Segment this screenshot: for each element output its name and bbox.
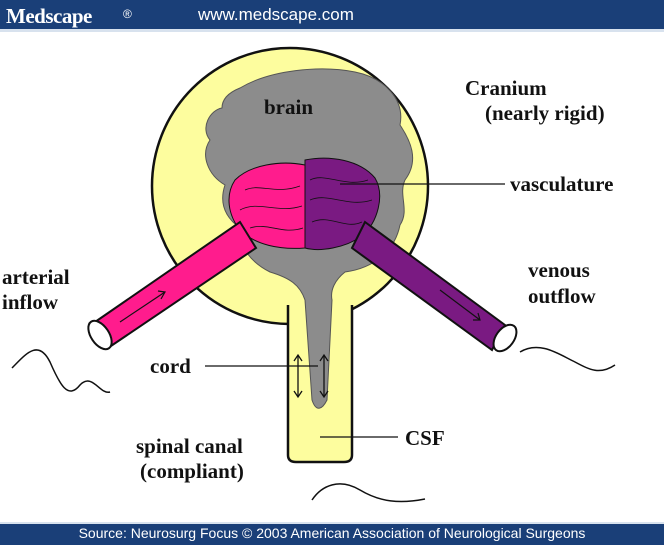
vessel-squiggles	[239, 177, 373, 231]
cranium-note-label: (nearly rigid)	[485, 101, 605, 125]
venous-label-line2: outflow	[528, 284, 597, 308]
venous-pulse-wave	[519, 346, 616, 372]
spinal-canal-label-line2: (compliant)	[140, 459, 244, 483]
venous-tube	[350, 220, 507, 352]
footer-rule	[0, 522, 664, 524]
csf-pulse-wave	[311, 483, 426, 503]
arterial-label-line2: inflow	[2, 290, 59, 314]
cranium-label: Cranium	[465, 76, 547, 100]
venous-label-line1: venous	[528, 258, 590, 282]
cord-label: cord	[150, 354, 191, 378]
header-banner: Medscape ® www.medscape.com	[0, 0, 664, 32]
intracranial-diagram: brain Cranium (nearly rigid) vasculature…	[2, 46, 616, 503]
spinal-canal-label-line1: spinal canal	[136, 434, 243, 458]
leader-lines	[205, 183, 505, 438]
spinal-canal-outline	[286, 305, 354, 464]
arterial-pulse-wave	[11, 349, 111, 393]
header-rule	[0, 29, 664, 32]
registered-mark: ®	[123, 7, 132, 21]
venous-vasculature	[304, 157, 381, 250]
venous-opening	[492, 323, 518, 353]
source-footer: Source: Neurosurg Focus © 2003 American …	[0, 522, 664, 545]
arterial-vasculature	[228, 162, 306, 249]
arterial-label-line1: arterial	[2, 265, 70, 289]
venous-flow-arrow	[439, 289, 481, 321]
csf-arrows	[293, 353, 329, 399]
brain-label: brain	[264, 95, 313, 119]
medscape-logo[interactable]: Medscape	[6, 4, 92, 28]
csf-label: CSF	[405, 426, 445, 450]
vasculature-label: vasculature	[510, 172, 613, 196]
arterial-flow-arrow	[119, 290, 166, 323]
site-url[interactable]: www.medscape.com	[198, 5, 354, 24]
arterial-opening	[87, 319, 113, 351]
source-credit: Source: Neurosurg Focus © 2003 American …	[78, 525, 586, 541]
